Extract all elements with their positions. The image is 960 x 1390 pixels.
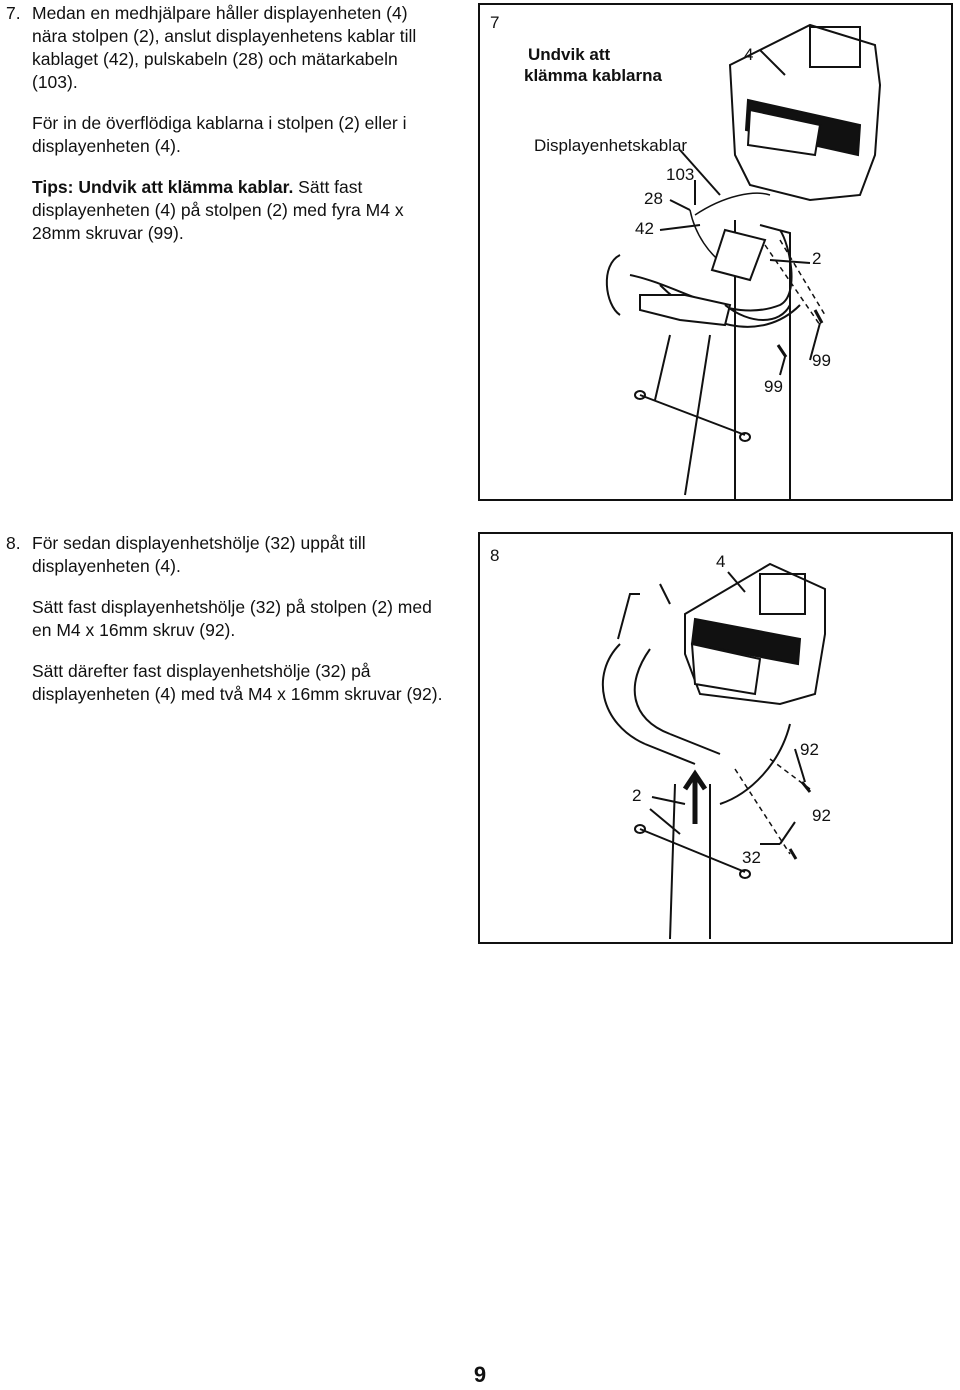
figure-8-callout-92-top: 92 — [800, 740, 819, 759]
figure-7-callout-99-left: 99 — [764, 377, 783, 396]
figure-8-illustration — [601, 562, 826, 940]
figure-step-7: 7 Undvik att klämma kablarna 4 Displayen… — [478, 3, 953, 501]
step-7-tip-rest: Sätt fast displayenheten (4) på stolpen … — [32, 177, 404, 243]
figure-7-callout-103: 103 — [666, 165, 695, 184]
step-7-paragraph-2-text: För in de överflödiga kablarna i stolpen… — [32, 113, 407, 156]
figure-8-callout-92-right: 92 — [812, 806, 831, 825]
figure-7-step-label: 7 — [490, 13, 500, 32]
figure-8-callout-4: 4 — [716, 552, 726, 571]
step-7-number: 7. — [6, 3, 21, 23]
figure-8-callout-2: 2 — [632, 786, 642, 805]
figure-7-illustration — [605, 23, 882, 500]
step-7-paragraph-2: För in de överflödiga kablarna i stolpen… — [6, 112, 446, 158]
step-8-instructions: 8. För sedan displayenhetshölje (32) upp… — [6, 532, 446, 724]
step-8-paragraph-2: Sätt fast displayenhetshölje (32) på sto… — [32, 597, 432, 640]
figure-7-callout-42: 42 — [635, 219, 654, 238]
step-7-tip: Tips: Undvik att klämma kablar. Sätt fas… — [6, 176, 446, 245]
figure-step-8: 8 4 92 2 92 32 — [478, 532, 953, 944]
figure-7-warning-line-2: klämma kablarna — [524, 66, 662, 85]
figure-8-step-label: 8 — [490, 546, 500, 565]
step-7-tip-bold: Tips: Undvik att klämma kablar. — [32, 177, 294, 197]
step-8-paragraph-3: Sätt därefter fast displayenhetshölje (3… — [32, 661, 443, 704]
figure-7-callout-99-right: 99 — [812, 351, 831, 370]
figure-7-warning-line-1: Undvik att — [528, 45, 611, 64]
step-8-number: 8. — [6, 533, 21, 553]
figure-7-callout-28: 28 — [644, 189, 663, 208]
step-8-paragraph-1: För sedan displayenhetshölje (32) uppåt … — [32, 533, 366, 576]
figure-7-callout-2: 2 — [812, 249, 822, 268]
step-7-instructions: 7. Medan en medhjälpare håller displayen… — [6, 2, 446, 263]
page-number: 9 — [473, 1362, 487, 1387]
step-7-paragraph-1: Medan en medhjälpare håller displayenhet… — [32, 3, 417, 92]
figure-8-callout-32: 32 — [742, 848, 761, 867]
figure-7-callout-4: 4 — [744, 45, 754, 64]
figure-7-cable-label: Displayenhetskablar — [534, 136, 688, 155]
